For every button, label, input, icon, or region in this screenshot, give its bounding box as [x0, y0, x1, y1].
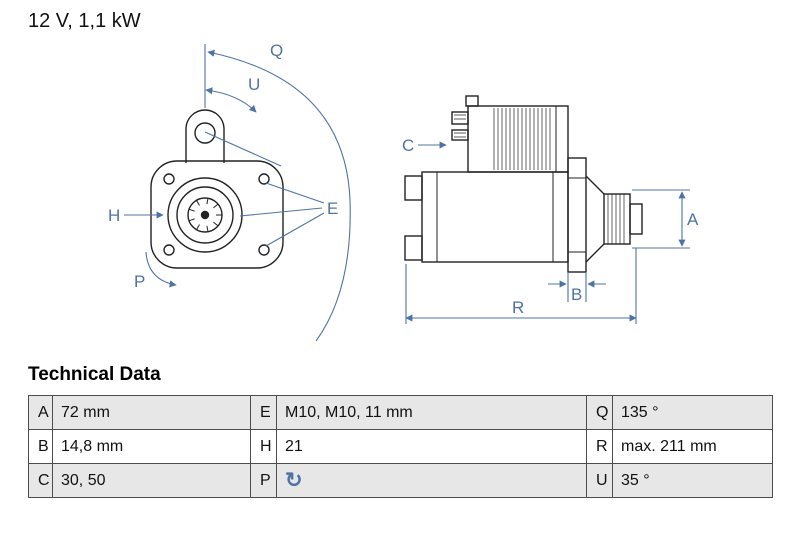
dimension-labels: Q U H E P C A B R	[108, 41, 699, 317]
technical-data-section: Technical Data A 72 mm E M10, M10, 11 mm…	[28, 364, 773, 498]
dim-label-c: C	[402, 136, 414, 155]
solenoid-hatch	[493, 108, 551, 170]
e-leader	[239, 182, 325, 247]
u-reference-line	[204, 131, 282, 167]
mounting-lug	[404, 235, 423, 261]
shaft-center	[200, 210, 210, 220]
side-view	[404, 95, 643, 273]
spec-value: ↻	[276, 463, 587, 498]
table-row: C 30, 50 P ↻ U 35 °	[28, 463, 773, 498]
mounting-lug	[404, 175, 423, 201]
dim-label-b: B	[571, 285, 582, 304]
bolt-hole	[163, 173, 175, 185]
spec-value: 72 mm	[52, 395, 251, 430]
p-rotation-arrow	[145, 251, 177, 288]
spec-key: H	[250, 429, 277, 464]
spec-value: 14,8 mm	[52, 429, 251, 464]
product-spec-title: 12 V, 1,1 kW	[28, 10, 141, 32]
r-extension-lines	[405, 248, 637, 324]
spec-value: 21	[276, 429, 587, 464]
flange-lines	[568, 177, 586, 253]
terminal-stud	[451, 129, 469, 141]
spec-value: 135 °	[612, 395, 773, 430]
spec-key: B	[28, 429, 53, 464]
dim-label-h: H	[108, 206, 120, 225]
u-angle-arc	[205, 87, 257, 113]
spec-value: max. 211 mm	[612, 429, 773, 464]
dim-label-u: U	[248, 75, 260, 94]
spec-value: M10, M10, 11 mm	[276, 395, 587, 430]
drive-nose	[629, 203, 643, 235]
dim-label-q: Q	[270, 41, 283, 60]
q-angle-arc	[207, 49, 351, 342]
spec-value: 35 °	[612, 463, 773, 498]
terminal-stud	[465, 95, 479, 107]
table-row: B 14,8 mm H 21 R max. 211 mm	[28, 429, 773, 464]
bolt-hole	[258, 173, 270, 185]
table-row: A 72 mm E M10, M10, 11 mm Q 135 °	[28, 395, 773, 430]
technical-data-table: A 72 mm E M10, M10, 11 mm Q 135 ° B 14,8…	[28, 395, 773, 498]
spec-key: P	[250, 463, 277, 498]
drive-housing	[585, 175, 605, 263]
spec-value: 30, 50	[52, 463, 251, 498]
a-extension-lines	[632, 189, 690, 249]
spec-key: C	[28, 463, 53, 498]
pilot-circle	[176, 186, 234, 244]
dim-label-a: A	[687, 210, 699, 229]
terminal-stud	[451, 111, 469, 125]
mounting-tab	[185, 109, 225, 163]
motor-body	[421, 171, 569, 263]
tab-hole	[194, 122, 216, 144]
dimension-lines	[124, 44, 690, 342]
dim-label-r: R	[512, 298, 524, 317]
drive-flange	[567, 157, 587, 273]
body-seams	[436, 172, 554, 262]
spec-key: Q	[586, 395, 613, 430]
spec-key: R	[586, 429, 613, 464]
front-view	[150, 109, 284, 269]
terminal-thread	[454, 114, 466, 120]
rotation-direction-icon: ↻	[285, 468, 303, 492]
spline-teeth	[188, 198, 222, 232]
dim-label-e: E	[327, 199, 338, 218]
dim-label-p: P	[134, 272, 145, 291]
bolt-hole	[163, 244, 175, 256]
bearing-bore	[167, 177, 243, 253]
b-extension-lines	[567, 272, 587, 302]
bolt-hole	[258, 244, 270, 256]
pinion-hatch	[607, 194, 625, 244]
starter-motor-drawing: Q U H E P C A B R	[108, 41, 699, 342]
terminal-thread	[454, 132, 466, 138]
spec-key: E	[250, 395, 277, 430]
spec-key: U	[586, 463, 613, 498]
technical-data-heading: Technical Data	[28, 364, 161, 385]
spec-key: A	[28, 395, 53, 430]
